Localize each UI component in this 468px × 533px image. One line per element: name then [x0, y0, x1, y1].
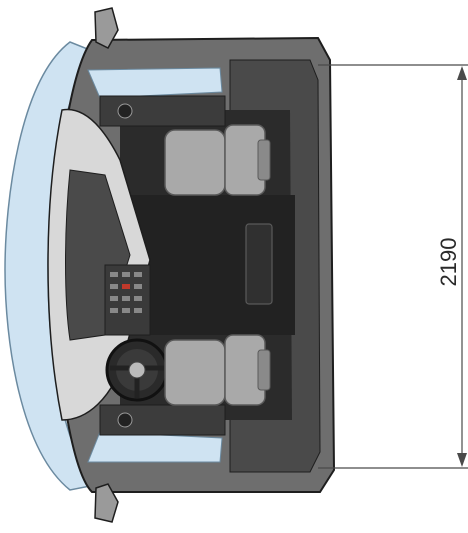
seat-driver — [164, 334, 271, 406]
dimension-arrow-top — [457, 66, 467, 80]
dimension-label: 2190 — [436, 238, 461, 287]
floor-hatch — [245, 223, 273, 305]
dimension-arrow-bottom — [457, 453, 467, 467]
dimension-annotation — [318, 64, 468, 469]
mirror-top — [94, 7, 119, 49]
side-window-bottom — [87, 431, 223, 463]
seat-passenger — [164, 124, 271, 196]
door-speaker-top — [117, 103, 133, 119]
console-switches — [110, 272, 142, 313]
side-window-top — [87, 67, 223, 99]
logo-icon — [128, 361, 146, 379]
mirror-bottom — [94, 483, 119, 523]
door-speaker-bottom — [117, 412, 133, 428]
steering-wheel-icon — [105, 338, 169, 402]
